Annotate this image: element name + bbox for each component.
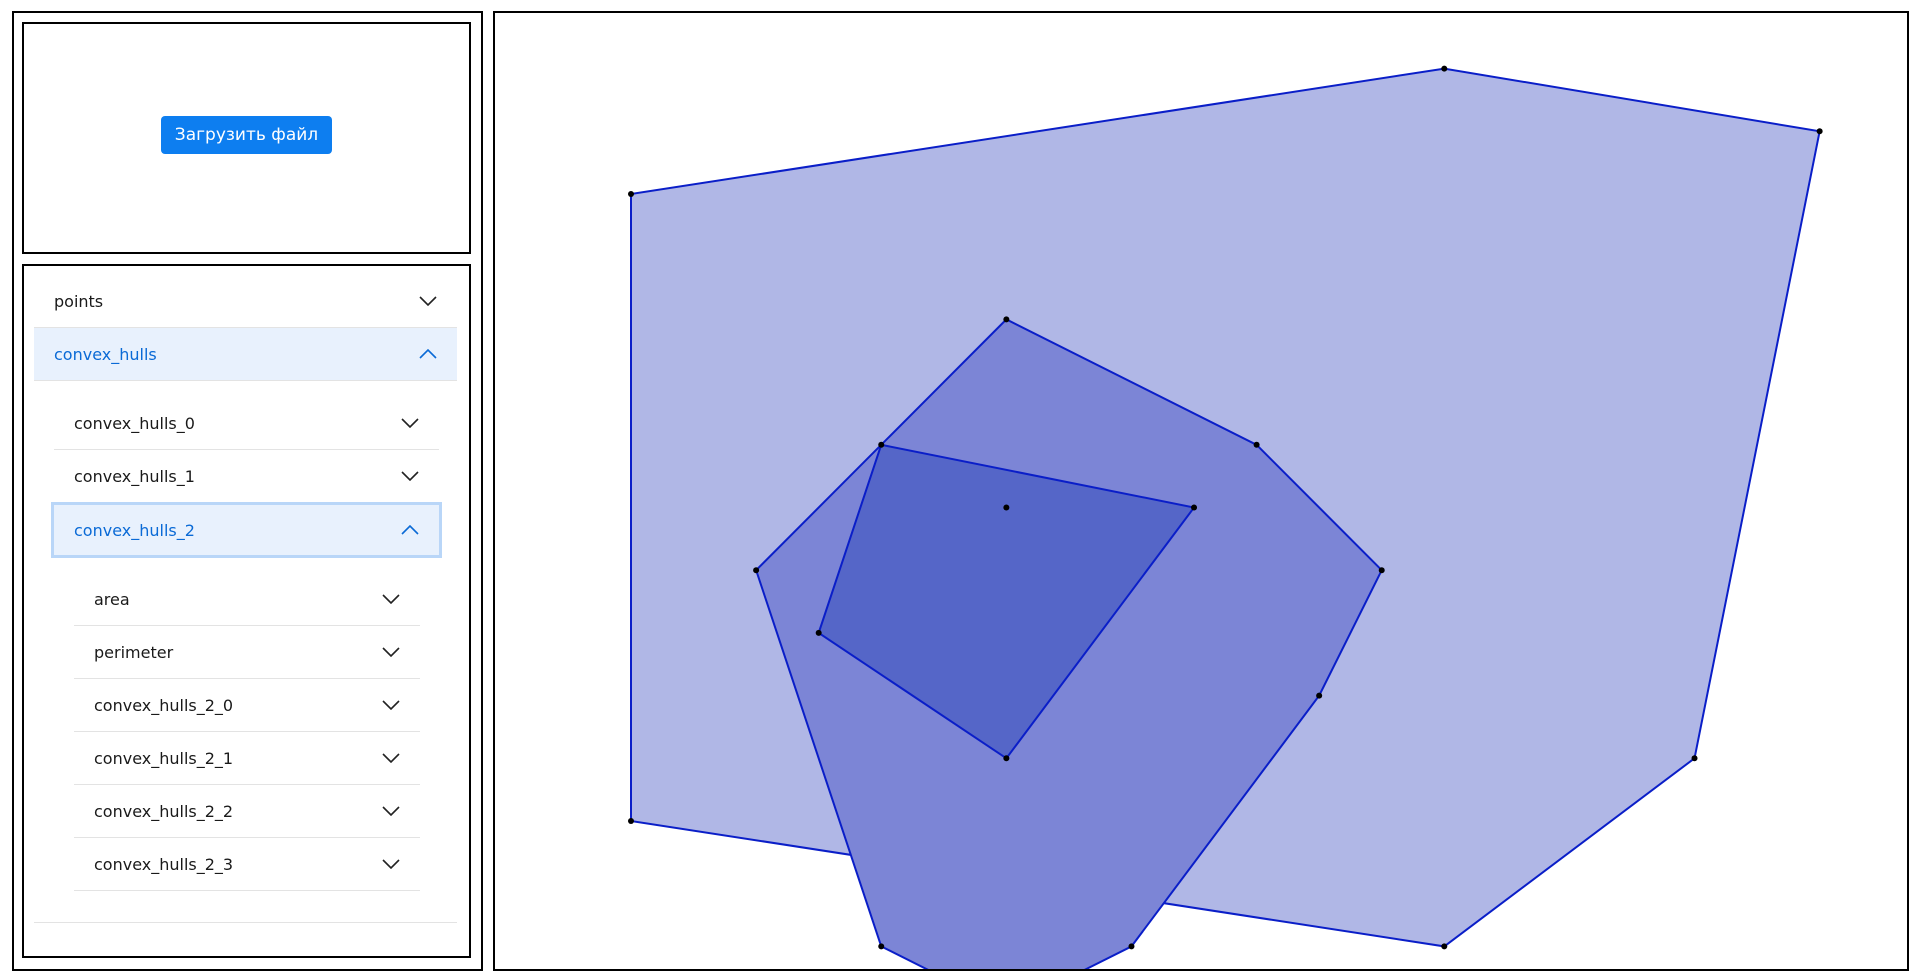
chevron-down-icon	[401, 471, 419, 481]
hull-point	[1316, 692, 1323, 699]
data-tree	[22, 264, 471, 958]
tree-item-label: convex_hulls_2_0	[94, 695, 234, 715]
tree-item-convex-hulls-1[interactable]: convex_hulls_1	[54, 450, 439, 503]
tree-item-area[interactable]: area	[74, 573, 420, 626]
hull-point	[1441, 65, 1448, 72]
hull-point	[628, 191, 634, 197]
tree-item-label: area	[94, 589, 130, 609]
upload-area: Загрузить файл	[22, 22, 471, 254]
hull-point	[1253, 441, 1260, 448]
tree-item-label: convex_hulls_2_1	[94, 748, 234, 768]
tree-item-points[interactable]: points	[34, 275, 457, 328]
hull-point	[1441, 943, 1448, 950]
hull-point	[815, 629, 822, 636]
tree-item-label: convex_hulls_2_3	[94, 854, 234, 874]
tree-item-label: convex_hulls_2	[74, 520, 195, 540]
hull-point	[1191, 504, 1198, 511]
chevron-down-icon	[382, 859, 400, 869]
geometry-canvas[interactable]	[493, 11, 1909, 971]
hull-point	[753, 567, 760, 574]
chevron-down-icon	[382, 753, 400, 763]
hull-point	[1816, 128, 1823, 135]
hull-point	[1003, 316, 1010, 323]
tree-divider	[34, 922, 457, 923]
tree-item-convex-hulls-0[interactable]: convex_hulls_0	[54, 397, 439, 450]
chevron-down-icon	[382, 594, 400, 604]
tree-item-convex-hulls-2-0[interactable]: convex_hulls_2_0	[74, 679, 420, 732]
tree-item-convex-hulls-2[interactable]: convex_hulls_2	[51, 502, 442, 558]
left-panel	[12, 11, 483, 971]
tree-item-perimeter[interactable]: perimeter	[74, 626, 420, 679]
hull-point	[1128, 943, 1135, 950]
tree-item-label: convex_hulls_2_2	[94, 801, 234, 821]
tree-item-label: convex_hulls	[54, 344, 157, 364]
chevron-down-icon	[382, 806, 400, 816]
tree-item-convex-hulls-2-2[interactable]: convex_hulls_2_2	[74, 785, 420, 838]
upload-file-button[interactable]: Загрузить файл	[160, 116, 333, 154]
hull-point	[878, 943, 885, 950]
hull-point	[878, 441, 885, 448]
tree-item-label: convex_hulls_1	[74, 466, 195, 486]
tree-item-convex-hulls-2-1[interactable]: convex_hulls_2_1	[74, 732, 420, 785]
hull-point	[1003, 755, 1010, 762]
tree-item-convex-hulls-2-3[interactable]: convex_hulls_2_3	[74, 838, 420, 891]
hull-point	[628, 818, 634, 824]
tree-item-label: perimeter	[94, 642, 174, 662]
hull-point	[1003, 504, 1010, 511]
tree-item-label: points	[54, 291, 104, 311]
chevron-down-icon	[382, 647, 400, 657]
tree-item-convex-hulls[interactable]: convex_hulls	[34, 328, 457, 381]
convex-hull-plot	[628, 65, 1823, 969]
hull-point	[1378, 567, 1385, 574]
chevron-down-icon	[382, 700, 400, 710]
tree-item-label: convex_hulls_0	[74, 413, 195, 433]
chevron-up-icon	[419, 349, 437, 359]
chevron-up-icon	[401, 525, 419, 535]
chevron-down-icon	[419, 296, 437, 306]
chevron-down-icon	[401, 418, 419, 428]
hull-point	[1691, 755, 1698, 762]
